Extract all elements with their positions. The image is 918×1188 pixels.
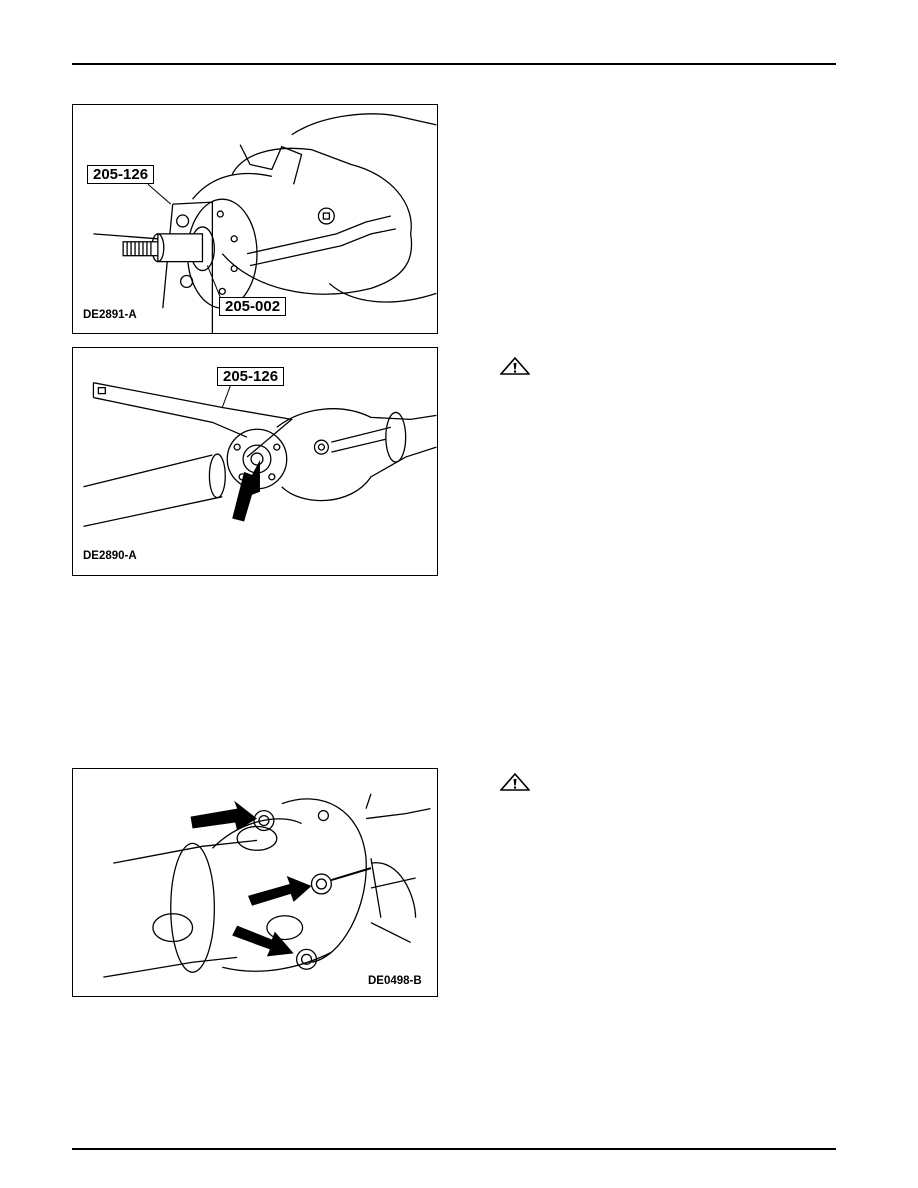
figure-id: DE2890-A [83,550,137,562]
driveshaft-ujoint-illustration [103,793,431,978]
header-rule [72,63,836,65]
figure-de2890: 205-126 DE2890-A [72,347,438,576]
warning-triangle-icon [500,773,530,791]
tool-callout-205-002: 205-002 [219,297,287,316]
tool-callout-205-126: 205-126 [87,165,155,184]
figure-id: DE2891-A [83,309,137,321]
pinion-holder-illustration [93,113,437,333]
warning-triangle-icon [500,357,530,375]
figure-de0498: DE0498-B [72,768,438,997]
figure-id: DE0498-B [368,975,422,987]
flange-holder-illustration [83,380,437,528]
figure-de2891: 205-126 205-002 DE2891-A [72,104,438,334]
footer-rule [72,1148,836,1150]
tool-callout-205-126: 205-126 [217,367,285,386]
